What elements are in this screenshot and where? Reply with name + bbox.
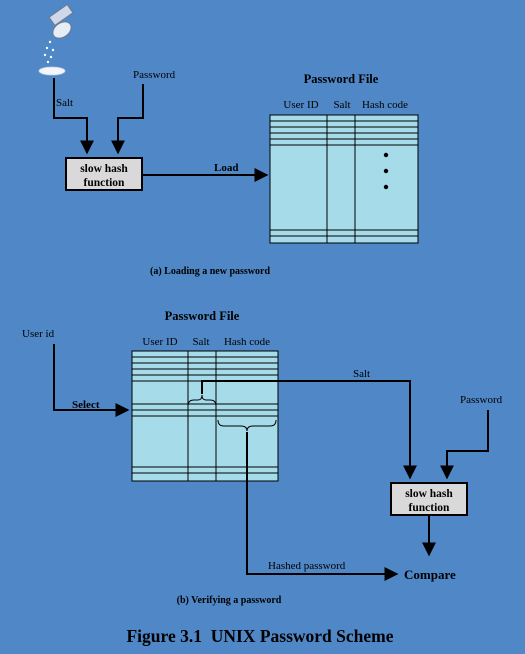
slow-hash-box-b (390, 482, 468, 516)
slow-hash-line1-a: slow hash (80, 163, 128, 175)
password-file-table-b (131, 350, 279, 482)
hashed-password-label: Hashed password (268, 560, 346, 572)
password-file-title-a: Password File (304, 72, 379, 86)
password-file-table-a (269, 114, 419, 244)
select-label: Select (72, 399, 100, 411)
password-file-title-b: Password File (165, 309, 240, 323)
salt-shaker-icon (38, 3, 74, 76)
col-user-id-b: User ID (142, 336, 177, 348)
col-hash-code-b: Hash code (224, 336, 270, 348)
salt-arrow-a (53, 78, 94, 155)
compare-label: Compare (404, 567, 456, 582)
slow-hash-line1-b: slow hash (405, 488, 453, 500)
load-label: Load (214, 162, 238, 174)
slow-hash-box-a (65, 157, 143, 191)
salt-label-b: Salt (353, 368, 370, 380)
salt-label-a: Salt (56, 97, 73, 109)
salt-arrow-b (201, 380, 417, 480)
slow-hash-line2-b: function (409, 502, 451, 514)
caption-a: (a) Loading a new password (150, 266, 270, 277)
figure-title: Figure 3.1 UNIX Password Scheme (126, 626, 393, 646)
col-salt-b: Salt (192, 336, 209, 348)
password-arrow-b (440, 410, 489, 480)
col-hash-code-a: Hash code (362, 99, 408, 111)
col-salt-a: Salt (333, 99, 350, 111)
caption-b: (b) Verifying a password (177, 595, 282, 606)
hashed-password-arrow (246, 432, 399, 581)
password-label-b: Password (460, 394, 503, 406)
salt-brace (187, 394, 217, 407)
hash-brace (217, 419, 277, 432)
user-id-label: User id (22, 328, 55, 340)
slow-hash-line2-a: function (84, 177, 126, 189)
password-label-a: Password (133, 69, 176, 81)
select-arrow (53, 344, 130, 417)
col-user-id-a: User ID (283, 99, 318, 111)
password-arrow-a (111, 84, 144, 155)
